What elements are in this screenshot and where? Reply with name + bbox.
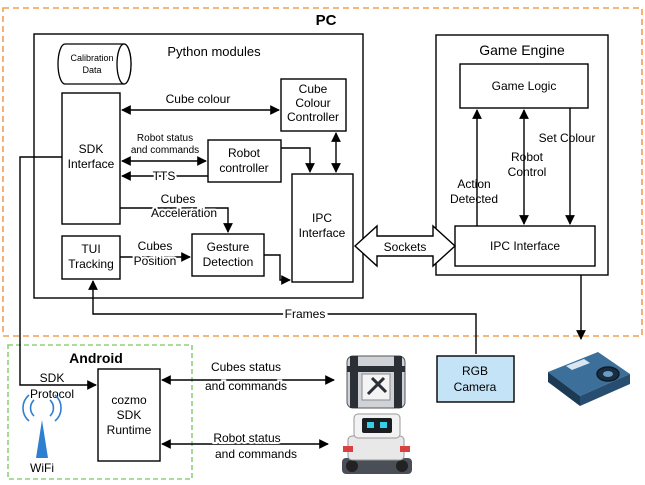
cozmo-sdk-runtime-box bbox=[97, 368, 161, 462]
cubes-position-label-1: Cubes bbox=[138, 239, 173, 253]
tui-tracking-box bbox=[61, 235, 121, 280]
rgb-camera-box bbox=[436, 355, 515, 403]
robot-controller-label-1: Robot bbox=[228, 146, 261, 160]
cube-colour-label: Cube colour bbox=[166, 92, 231, 106]
cube-colour-controller-label-3: Controller bbox=[287, 110, 339, 124]
rgb-camera-label-2: Camera bbox=[454, 380, 497, 394]
sdk-interface-label-1: SDK bbox=[79, 142, 104, 156]
cubes-acceleration-arrow bbox=[120, 207, 233, 233]
game-ipc-interface-label: IPC Interface bbox=[490, 239, 560, 253]
action-detected-label-1: Action bbox=[457, 177, 490, 191]
cubes-status-label-2: and commands bbox=[205, 379, 287, 393]
sdk-protocol-label-1: SDK bbox=[40, 371, 65, 385]
sockets-label: Sockets bbox=[384, 240, 427, 254]
tui-tracking-label-2: Tracking bbox=[68, 257, 114, 271]
runtime-label-2: SDK bbox=[117, 408, 142, 422]
python-ipc-interface-label-1: IPC bbox=[312, 211, 332, 225]
pc-label: PC bbox=[316, 12, 337, 29]
pc-region bbox=[2, 7, 643, 337]
cozmo-robot-icon bbox=[342, 413, 412, 474]
game-engine-label: Game Engine bbox=[479, 42, 565, 58]
sdk-interface-box bbox=[61, 92, 121, 225]
sdk-protocol-line bbox=[19, 156, 97, 390]
cube-colour-controller-label-2: Colour bbox=[295, 96, 330, 110]
game-logic-label: Game Logic bbox=[492, 79, 557, 93]
gesture-to-ipc-arrow bbox=[264, 254, 291, 285]
set-colour-label: Set Colour bbox=[539, 131, 596, 145]
game-ipc-interface-box bbox=[454, 225, 596, 267]
frames-arrow bbox=[88, 280, 477, 354]
sockets-double-arrow bbox=[353, 224, 457, 268]
cubes-position-label-2: Position bbox=[134, 254, 177, 268]
cubes-acceleration-label-1: Cubes bbox=[161, 192, 196, 206]
gesture-detection-label-2: Detection bbox=[203, 255, 254, 269]
projector-icon bbox=[548, 352, 630, 406]
robot-status-label-1: Robot status bbox=[137, 133, 193, 144]
gesture-detection-label-1: Gesture bbox=[207, 240, 250, 254]
cube-colour-controller-label-1: Cube bbox=[299, 82, 328, 96]
robot-status-label-2: and commands bbox=[131, 145, 199, 156]
runtime-label-3: Runtime bbox=[107, 423, 152, 437]
tts-label: TTS bbox=[153, 169, 176, 183]
calibration-data-label-2: Data bbox=[82, 65, 101, 75]
robot-control-label-1: Robot bbox=[511, 150, 544, 164]
action-detected-label-2: Detected bbox=[450, 192, 498, 206]
sdk-interface-label-2: Interface bbox=[68, 157, 115, 171]
cozmo-cube-icon bbox=[346, 355, 406, 409]
wifi-antenna-icon bbox=[22, 394, 62, 458]
gesture-detection-box bbox=[191, 233, 265, 277]
wifi-label: WiFi bbox=[30, 461, 54, 475]
calibration-data-label-1: Calibration bbox=[70, 53, 113, 63]
python-ipc-interface-label-2: Interface bbox=[299, 226, 346, 240]
robot-controller-box bbox=[207, 139, 282, 183]
python-ipc-interface-box bbox=[291, 173, 354, 283]
android-region bbox=[7, 344, 193, 480]
robot-control-label-2: Control bbox=[508, 165, 547, 179]
calibration-data-icon bbox=[57, 43, 132, 85]
cubes-status-label-1: Cubes status bbox=[211, 360, 281, 374]
android-label: Android bbox=[69, 350, 123, 366]
robot-controller-to-ipc-arrow bbox=[281, 147, 315, 173]
rgb-camera-label-1: RGB bbox=[462, 364, 488, 378]
cubes-acceleration-label-2: Acceleration bbox=[151, 206, 217, 220]
cube-colour-controller-box bbox=[280, 78, 347, 132]
tui-tracking-label-1: TUI bbox=[81, 242, 100, 256]
runtime-label-1: cozmo bbox=[111, 393, 147, 407]
robot-status-commands-label-1: Robot status bbox=[213, 431, 280, 445]
robot-controller-label-2: controller bbox=[219, 161, 268, 175]
python-modules-label: Python modules bbox=[167, 44, 261, 59]
sdk-protocol-label-2: Protocol bbox=[30, 387, 74, 401]
robot-status-commands-label-2: and commands bbox=[215, 447, 297, 461]
frames-label: Frames bbox=[285, 307, 326, 321]
game-logic-box bbox=[459, 63, 589, 109]
